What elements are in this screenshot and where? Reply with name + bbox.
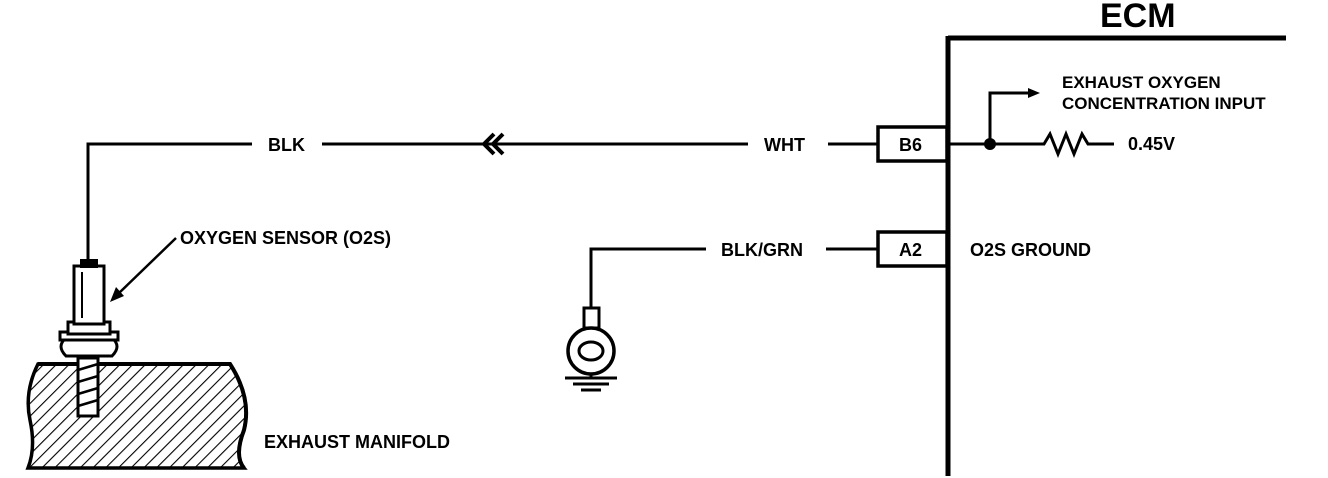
input-label-line1: EXHAUST OXYGEN xyxy=(1062,73,1221,92)
sensor-wire-color: BLK xyxy=(268,135,305,155)
ecm-internal-circuit: EXHAUST OXYGEN CONCENTRATION INPUT 0.45V xyxy=(948,73,1266,159)
sensor-callout: OXYGEN SENSOR (O2S) xyxy=(110,228,391,302)
signal-direction-arrow xyxy=(481,132,505,156)
oxygen-sensor-icon xyxy=(58,259,120,418)
signal-wire-color: WHT xyxy=(764,135,805,155)
oxygen-sensor-label: OXYGEN SENSOR (O2S) xyxy=(180,228,391,248)
bias-resistor-icon xyxy=(1038,129,1114,159)
pin-a2-connector: A2 O2S GROUND xyxy=(876,230,1091,268)
pin-a2-label: A2 xyxy=(899,240,922,260)
pin-b6-label: B6 xyxy=(899,135,922,155)
ground-wire-color: BLK/GRN xyxy=(721,240,803,260)
bias-voltage-label: 0.45V xyxy=(1128,134,1175,154)
pin-b6-connector: B6 xyxy=(876,125,949,163)
o2s-ground-label: O2S GROUND xyxy=(970,240,1091,260)
ecm-title: ECM xyxy=(1100,0,1176,35)
input-label-line2: CONCENTRATION INPUT xyxy=(1062,94,1266,113)
signal-circuit: BLK WHT xyxy=(86,132,878,263)
manifold-label: EXHAUST MANIFOLD xyxy=(264,432,450,452)
ground-circuit: BLK/GRN xyxy=(589,240,878,308)
ground-terminal-icon xyxy=(565,306,617,392)
callout-arrow-icon xyxy=(110,287,124,302)
input-arrow-icon xyxy=(1028,88,1040,98)
ecm-module: ECM xyxy=(945,0,1286,476)
